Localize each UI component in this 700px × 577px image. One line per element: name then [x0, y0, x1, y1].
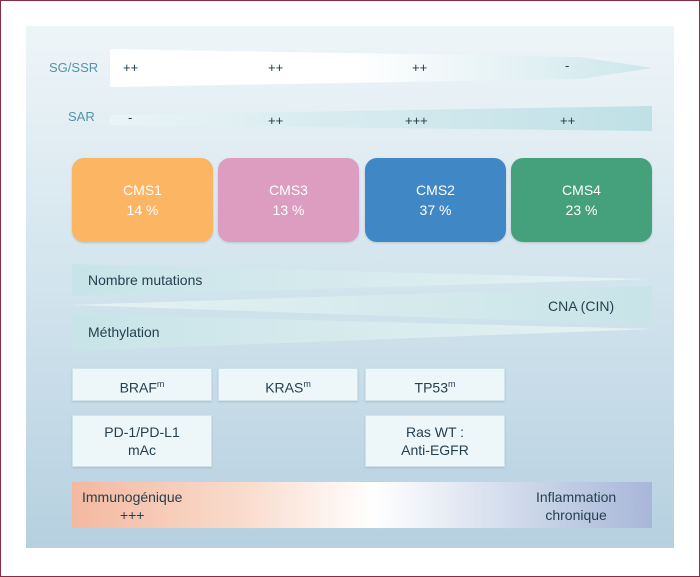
sar-label: SAR — [68, 109, 95, 124]
immunogenic-line1: Immunogénique — [82, 489, 183, 505]
ras-therapy-box: Ras WT : Anti-EGFR — [365, 415, 505, 467]
sar-cms2-mark: +++ — [405, 113, 428, 128]
inflammation-line2: chronique — [545, 507, 607, 523]
inflammation-label: Inflammation chronique — [536, 488, 616, 524]
immunogenic-line2: +++ — [119, 507, 145, 523]
immunogenicity-gradient-bar — [72, 482, 652, 528]
sar-arrow — [110, 106, 652, 131]
cms3-percent: 13 % — [272, 202, 305, 218]
sar-cms1-mark: - — [128, 110, 133, 125]
mutations-label: Nombre mutations — [88, 272, 203, 288]
mutations-wedge — [72, 264, 652, 296]
sg-ssr-cms2-mark: ++ — [412, 60, 428, 75]
methylation-wedge — [72, 314, 652, 351]
ras-line2: Anti-EGFR — [401, 442, 469, 458]
cms1-name: CMS1 — [123, 182, 162, 198]
cms1-percent: 14 % — [126, 202, 159, 218]
immunogenic-label: Immunogénique +++ — [82, 488, 182, 524]
cms4-percent: 23 % — [565, 202, 598, 218]
tp53-sup: m — [447, 379, 456, 389]
cna-label: CNA (CIN) — [548, 298, 615, 314]
sg-ssr-arrow — [110, 49, 652, 87]
sg-ssr-cms4-mark: - — [565, 58, 570, 73]
kras-label: KRAS — [265, 379, 304, 396]
kras-sup: m — [303, 379, 311, 389]
ras-line1: Ras WT : — [405, 424, 465, 440]
cna-wedge — [72, 286, 652, 325]
sg-ssr-cms1-mark: ++ — [123, 60, 139, 75]
cms3-box: CMS3 13 % — [218, 158, 359, 242]
cms4-box: CMS4 23 % — [511, 158, 652, 242]
tp53-label: TP53 — [414, 379, 448, 396]
sg-ssr-cms3-mark: ++ — [268, 60, 284, 75]
pd1-therapy-box: PD-1/PD-L1 mAc — [72, 415, 212, 467]
braf-label: BRAF — [119, 379, 157, 396]
pd1-line2: mAc — [128, 442, 156, 458]
sar-cms4-mark: ++ — [560, 113, 576, 128]
cms2-name: CMS2 — [416, 182, 455, 198]
tp53-box: TP53m — [365, 368, 505, 401]
pd1-line1: PD-1/PD-L1 — [104, 424, 180, 440]
braf-sup: m — [156, 379, 165, 389]
cms3-name: CMS3 — [269, 182, 308, 198]
cms2-percent: 37 % — [419, 202, 452, 218]
sg-ssr-label: SG/SSR — [49, 60, 99, 75]
inflammation-line1: Inflammation — [536, 489, 617, 505]
sar-cms3-mark: ++ — [268, 113, 284, 128]
kras-box: KRASm — [218, 368, 358, 401]
cms2-box: CMS2 37 % — [365, 158, 506, 242]
methylation-label: Méthylation — [88, 324, 160, 340]
cms1-box: CMS1 14 % — [72, 158, 213, 242]
braf-box: BRAFm — [72, 368, 212, 401]
cms4-name: CMS4 — [562, 182, 601, 198]
